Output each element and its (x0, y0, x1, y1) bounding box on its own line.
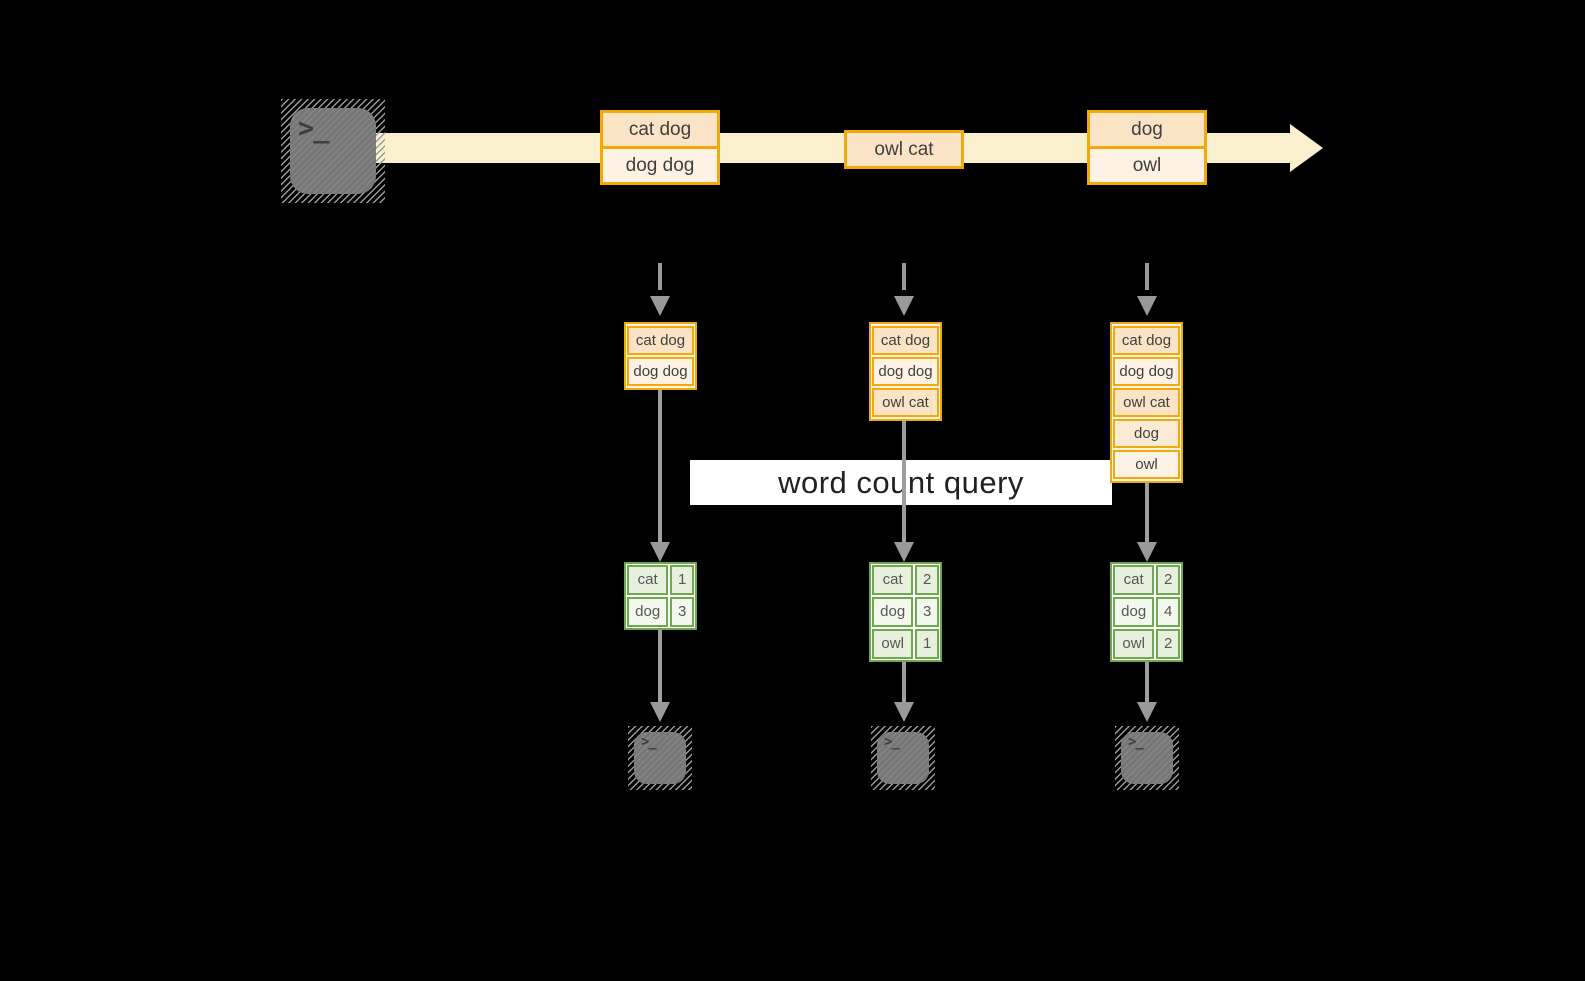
stream-batch-1: cat dog dog dog (600, 110, 720, 185)
stream-arrowhead-icon (1290, 124, 1323, 172)
count-cell: 1 (670, 565, 694, 595)
stack-cell: dog dog (627, 357, 694, 386)
word-count-table-3: cat 2 dog 4 owl 2 (1110, 562, 1183, 662)
table-row: owl 1 (872, 629, 939, 659)
terminal-prompt-icon: >_ (641, 734, 657, 750)
stack-to-table-arrowhead-icon (650, 542, 670, 562)
micro-batch-stack-1: cat dog dog dog (624, 322, 697, 390)
table-row: dog 3 (872, 597, 939, 627)
table-to-sink-arrow (658, 628, 662, 704)
table-to-sink-arrow (902, 659, 906, 704)
word-count-query-label: word count query (778, 465, 1024, 500)
stack-to-table-arrow (658, 390, 662, 544)
stream-cell: dog (1090, 113, 1204, 146)
stack-cell: cat dog (872, 326, 939, 355)
table-row: dog 3 (627, 597, 694, 627)
count-cell: 2 (1156, 629, 1180, 659)
word-cell: dog (1113, 597, 1155, 627)
word-cell: dog (872, 597, 914, 627)
stack-to-table-arrowhead-icon (1137, 542, 1157, 562)
sink-terminal-icon-2: >_ (871, 726, 935, 790)
stream-cell: dog dog (603, 149, 717, 182)
micro-batch-stack-2: cat dog dog dog owl cat (869, 322, 942, 421)
table-row: cat 1 (627, 565, 694, 595)
word-cell: cat (1113, 565, 1155, 595)
table-row: cat 2 (872, 565, 939, 595)
batch-dashed-arrow (1145, 263, 1149, 290)
sink-terminal-icon-1: >_ (628, 726, 692, 790)
terminal-prompt-icon: >_ (1128, 734, 1144, 750)
stream-batch-2: owl cat (844, 130, 964, 169)
terminal-prompt-icon: >_ (884, 734, 900, 750)
stack-cell: cat dog (627, 326, 694, 355)
stack-cell: owl cat (1113, 388, 1180, 417)
terminal-body (877, 732, 929, 784)
batch-arrowhead-icon (650, 296, 670, 316)
sink-terminal-icon-3: >_ (1115, 726, 1179, 790)
count-cell: 3 (670, 597, 694, 627)
stack-cell: dog (1113, 419, 1180, 448)
stack-cell: dog dog (1113, 357, 1180, 386)
table-to-sink-arrowhead-icon (894, 702, 914, 722)
table-row: owl 2 (1113, 629, 1180, 659)
count-cell: 3 (915, 597, 939, 627)
stack-cell: dog dog (872, 357, 939, 386)
micro-batch-stack-3: cat dog dog dog owl cat dog owl (1110, 322, 1183, 483)
stream-cell: cat dog (603, 113, 717, 146)
batch-dashed-arrow (658, 263, 662, 290)
source-terminal-icon: >_ (281, 99, 385, 203)
batch-dashed-arrow (902, 263, 906, 290)
word-cell: cat (872, 565, 914, 595)
word-count-table-1: cat 1 dog 3 (624, 562, 697, 630)
table-row: dog 4 (1113, 597, 1180, 627)
batch-arrowhead-icon (1137, 296, 1157, 316)
table-to-sink-arrowhead-icon (1137, 702, 1157, 722)
count-cell: 1 (915, 629, 939, 659)
terminal-body (1121, 732, 1173, 784)
batch-arrowhead-icon (894, 296, 914, 316)
count-cell: 2 (915, 565, 939, 595)
word-cell: owl (872, 629, 914, 659)
stack-to-table-arrow (902, 421, 906, 544)
word-cell: cat (627, 565, 669, 595)
stream-cell: owl (1090, 149, 1204, 182)
stack-cell: owl cat (872, 388, 939, 417)
terminal-prompt-icon: >_ (298, 113, 330, 144)
table-to-sink-arrowhead-icon (650, 702, 670, 722)
word-cell: dog (627, 597, 669, 627)
count-cell: 2 (1156, 565, 1180, 595)
query-banner (690, 460, 1112, 505)
stack-cell: cat dog (1113, 326, 1180, 355)
stack-to-table-arrowhead-icon (894, 542, 914, 562)
stream-batch-3: dog owl (1087, 110, 1207, 185)
table-to-sink-arrow (1145, 659, 1149, 704)
count-cell: 4 (1156, 597, 1180, 627)
stack-to-table-arrow (1145, 483, 1149, 544)
word-cell: owl (1113, 629, 1155, 659)
query-banner-text-layer: word count query (690, 460, 1112, 505)
stack-cell: owl (1113, 450, 1180, 479)
terminal-body (290, 108, 376, 194)
terminal-body (634, 732, 686, 784)
stream-cell: owl cat (847, 133, 961, 166)
table-row: cat 2 (1113, 565, 1180, 595)
word-count-table-2: cat 2 dog 3 owl 1 (869, 562, 942, 662)
